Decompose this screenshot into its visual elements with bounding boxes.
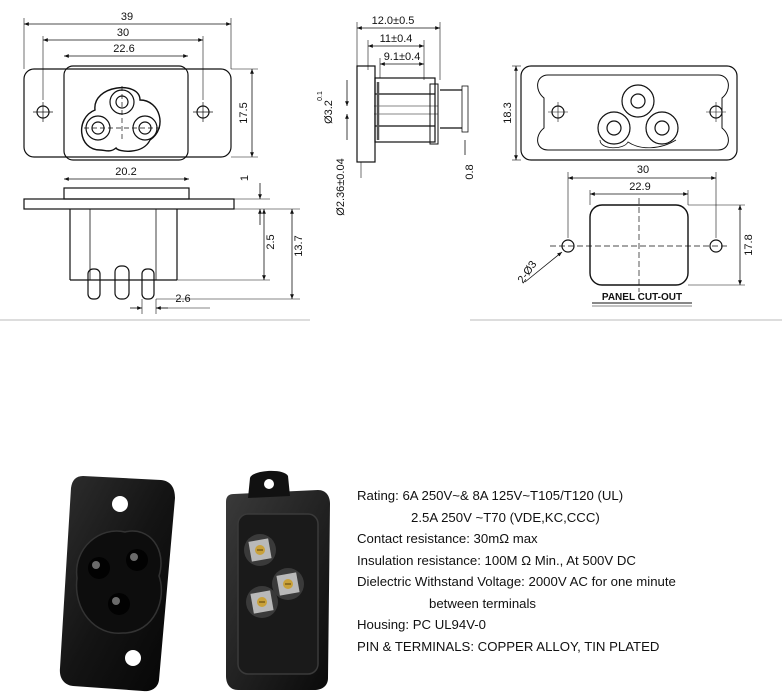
panel-cutout — [470, 172, 782, 321]
dim-9-1: 9.1±0.4 — [384, 51, 421, 63]
tol-d3-2: 0.1 — [317, 91, 324, 101]
dim-1: 1 — [239, 175, 251, 181]
dim-11: 11±0.4 — [380, 33, 413, 45]
dim-12: 12.0±0.5 — [372, 15, 415, 27]
spec-rating-secondary: 2.5A 250V ~T70 (VDE,KC,CCC) — [411, 509, 600, 525]
section-view — [345, 22, 469, 178]
cutout-dim-17-8: 17.8 — [743, 234, 755, 255]
spec-rating: Rating: 6A 250V~& 8A 125V~T105/T120 (UL) — [357, 488, 624, 503]
cutout-dim-d3: 2-Ø3 — [516, 259, 540, 286]
front-photo-svg — [59, 476, 175, 692]
spec-pins-terminals: PIN & TERMINALS: COPPER ALLOY, TIN PLATE… — [357, 638, 660, 654]
dim-39: 39 — [121, 11, 133, 23]
dim-18-3: 18.3 — [502, 102, 514, 123]
rear-view — [512, 65, 738, 161]
dim-d2-36: Ø2.36±0.04 — [335, 158, 347, 215]
spec-dielectric-continuation: between terminals — [429, 595, 537, 611]
rear-photo-svg — [226, 470, 330, 690]
spec-insulation-resistance: Insulation resistance: 100M Ω Min., At 5… — [357, 552, 636, 568]
dim-2-5: 2.5 — [265, 234, 277, 249]
drawing-svg: 39 30 22.6 17.5 20.2 1 2.5 13.7 2.6 12.0… — [0, 11, 782, 321]
dim-20-2: 20.2 — [115, 166, 136, 178]
specifications: Rating: 6A 250V~& 8A 125V~T105/T120 (UL)… — [357, 485, 777, 657]
spec-contact-resistance: Contact resistance: 30mΩ max — [357, 531, 538, 546]
dim-17-5: 17.5 — [238, 102, 250, 123]
rear-photo — [214, 468, 336, 693]
dim-0-8: 0.8 — [464, 164, 476, 179]
cutout-dim-30: 30 — [637, 164, 649, 176]
dim-d3-2: Ø3.2 — [323, 100, 335, 124]
spec-housing: Housing: PC UL94V-0 — [357, 617, 487, 632]
front-photo — [55, 468, 180, 693]
dim-13-7: 13.7 — [293, 235, 305, 256]
technical-drawing: 39 30 22.6 17.5 20.2 1 2.5 13.7 2.6 12.0… — [0, 0, 782, 330]
side-view — [0, 177, 310, 321]
dim-22-6: 22.6 — [113, 43, 134, 55]
panel-cutout-label: PANEL CUT-OUT — [602, 292, 682, 303]
dim-30: 30 — [117, 27, 129, 39]
cutout-dim-22-9: 22.9 — [629, 181, 650, 193]
front-view — [23, 18, 258, 161]
spec-dielectric-voltage: Dielectric Withstand Voltage: 2000V AC f… — [357, 574, 676, 589]
dim-2-6: 2.6 — [175, 293, 190, 305]
